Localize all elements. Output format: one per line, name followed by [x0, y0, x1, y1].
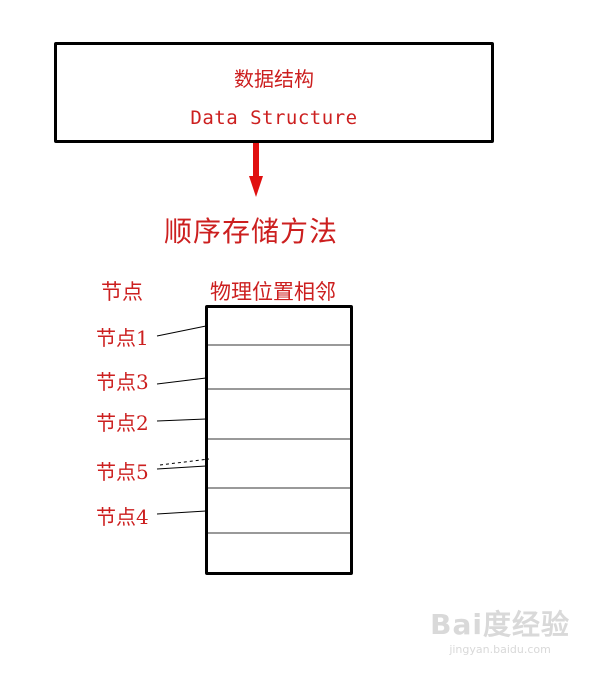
watermark-logo: Bai度经验 — [430, 608, 570, 641]
column-heading-node: 节点 — [101, 280, 143, 304]
watermark-url: jingyan.baidu.com — [449, 643, 551, 656]
connector-node3 — [156, 377, 207, 385]
box-title-chinese: 数据结构 — [234, 67, 314, 91]
box-title-english: Data Structure — [190, 107, 358, 129]
connector-node4 — [156, 510, 207, 515]
data-structure-box: 数据结构 Data Structure — [54, 42, 494, 143]
connector-node2 — [156, 418, 207, 422]
node-label: 节点1 — [96, 326, 149, 350]
connector-node1 — [156, 325, 207, 337]
storage-method-title: 顺序存储方法 — [164, 215, 339, 248]
connector-node5-dashed — [159, 458, 210, 466]
memory-cell-dividers — [207, 344, 351, 534]
node-label: 节点2 — [96, 411, 149, 435]
baidu-jingyan-watermark: Bai度经验 jingyan.baidu.com — [430, 603, 570, 656]
node-label: 节点4 — [96, 505, 149, 529]
memory-block — [205, 305, 353, 575]
down-arrow — [249, 143, 263, 197]
column-heading-memory: 物理位置相邻 — [210, 280, 336, 304]
node-connectors — [156, 325, 210, 515]
connector-node5 — [156, 465, 207, 470]
node-label: 节点5 — [96, 460, 149, 484]
node-label: 节点3 — [96, 370, 149, 394]
